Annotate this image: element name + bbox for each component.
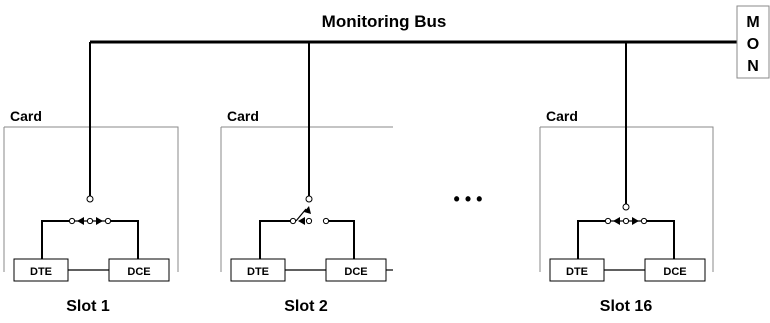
dte-label: DTE	[30, 266, 52, 278]
arrow-up-icon	[304, 206, 311, 214]
dce-lead	[329, 220, 355, 259]
card-label: Card	[10, 108, 42, 124]
card-label: Card	[546, 108, 578, 124]
card-frame	[3, 126, 179, 272]
slot-label: Slot 2	[284, 298, 328, 315]
switch-contact-right	[104, 217, 112, 225]
switch-contact-left	[604, 217, 612, 225]
card-slot-16: Card DTE DCE Slot 16	[539, 42, 714, 315]
monitor-letter-m: M	[746, 14, 759, 31]
tap-node	[622, 203, 630, 211]
card-frame	[220, 126, 393, 272]
dte-lead	[577, 220, 605, 259]
dce-lead	[647, 220, 675, 259]
arrow-left-icon	[613, 217, 620, 225]
tap-node	[305, 195, 313, 203]
card-frame	[539, 126, 714, 272]
slot-label: Slot 16	[600, 298, 653, 315]
switch-contact-center	[305, 217, 313, 225]
monitor-box-frame	[736, 5, 770, 79]
dte-label: DTE	[247, 266, 269, 278]
dce-box	[644, 258, 706, 282]
dce-label: DCE	[127, 266, 150, 278]
dce-label: DCE	[663, 266, 686, 278]
monitor-letter-o: O	[747, 36, 759, 53]
dte-label: DTE	[566, 266, 588, 278]
card-slot-2: Card DTE DCE Slot 2	[220, 42, 393, 315]
tap-node	[86, 195, 94, 203]
dce-label: DCE	[344, 266, 367, 278]
dte-lead	[259, 220, 290, 259]
switch-contact-right	[322, 217, 330, 225]
card-slot-1: Card DTE DCE Slot 1	[3, 42, 179, 315]
dte-lead	[41, 220, 69, 259]
monitor-letter-n: N	[747, 58, 759, 75]
dce-lead	[111, 220, 139, 259]
card-label: Card	[227, 108, 259, 124]
monitor-box: M O N	[736, 5, 770, 79]
switch-contact-center	[86, 217, 94, 225]
dce-box	[108, 258, 170, 282]
arrow-left-icon	[298, 217, 305, 225]
switch-arm	[295, 208, 307, 222]
ellipsis: • • •	[454, 189, 483, 209]
arrow-left-icon	[77, 217, 84, 225]
switch-contact-center	[622, 217, 630, 225]
switch-contact-left	[289, 217, 297, 225]
arrow-right-icon	[632, 217, 639, 225]
bus-label: Monitoring Bus	[322, 12, 447, 31]
switch-contact-right	[640, 217, 648, 225]
slot-label: Slot 1	[66, 298, 110, 315]
arrow-right-icon	[96, 217, 103, 225]
switch-contact-left	[68, 217, 76, 225]
